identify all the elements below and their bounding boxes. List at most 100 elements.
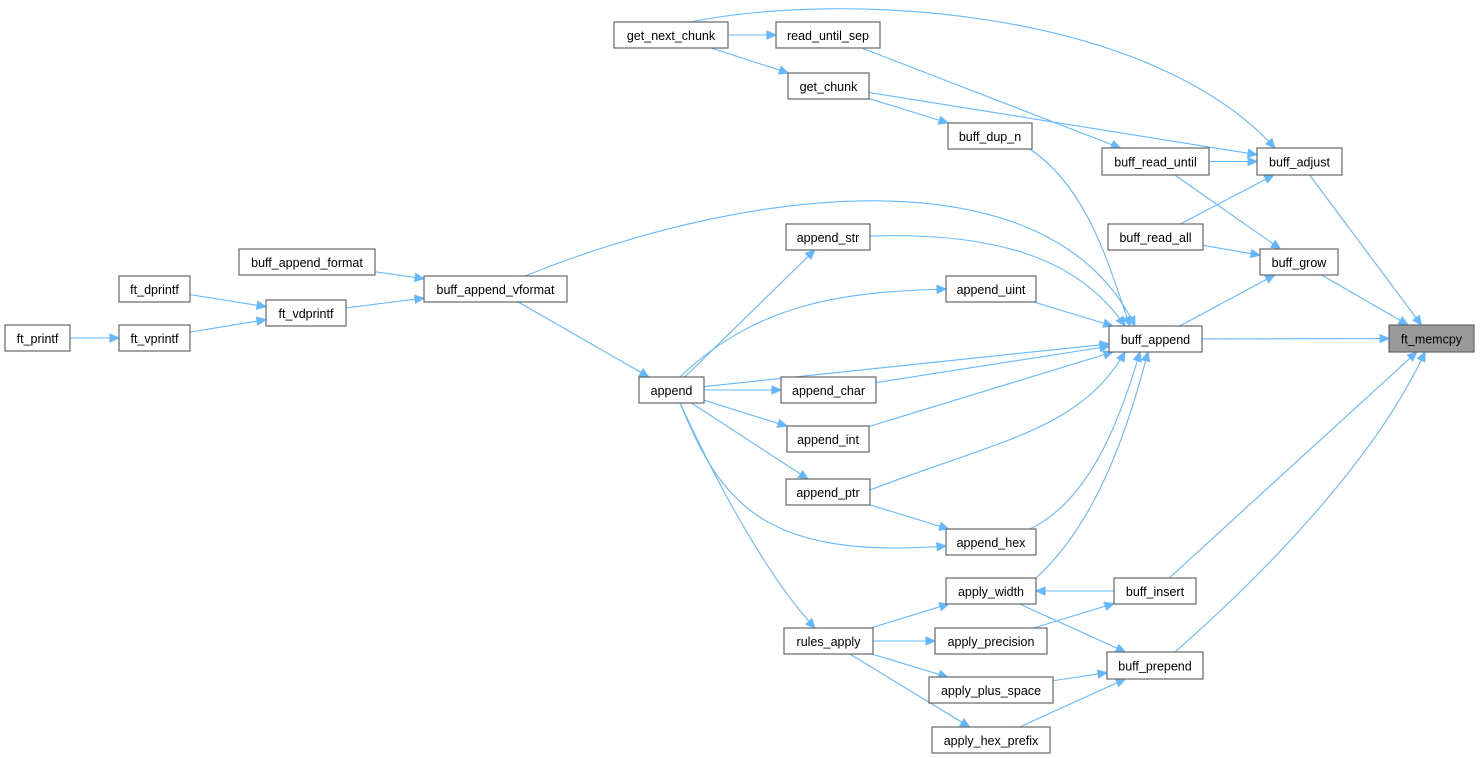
edge-buff_append-to-buff_grow-arrowhead (1264, 274, 1276, 284)
node-apply_plus_space[interactable]: apply_plus_space (928, 676, 1054, 704)
node-append_uint[interactable]: append_uint (945, 275, 1037, 303)
node-ft_memcpy[interactable]: ft_memcpy (1388, 324, 1475, 353)
nodes-layer: ft_memcpy buff_append buff_adjust buff_grow… (4, 21, 1475, 754)
node-append_ptr[interactable]: append_ptr (785, 478, 871, 506)
node-label: append_int (797, 433, 859, 447)
node-buff_append_format[interactable]: buff_append_format (238, 248, 376, 276)
node-box (785, 478, 871, 506)
node-label: ft_printf (17, 332, 59, 346)
edge-append_ptr-to-buff_append (869, 351, 1126, 491)
node-box (928, 676, 1054, 704)
node-append[interactable]: append (638, 376, 705, 404)
node-buff_insert[interactable]: buff_insert (1113, 577, 1197, 605)
node-buff_adjust[interactable]: buff_adjust (1256, 147, 1343, 176)
edge-get_chunk-to-buff_dup_n (868, 98, 949, 124)
edge-ft_dprintf-to-ft_vdprintf-arrowhead (255, 300, 268, 310)
edge-buff_prepend-to-ft_memcpy-arrowhead (1416, 350, 1426, 363)
node-label: buff_append_vformat (437, 283, 555, 297)
edge-apply_width-to-buff_prepend-arrowhead (1114, 643, 1127, 653)
node-box (1113, 577, 1197, 605)
edge-ft_vdprintf-to-buff_append_vformat (345, 297, 425, 309)
node-buff_append[interactable]: buff_append (1108, 325, 1203, 353)
edge-buff_prepend-to-ft_memcpy (1174, 351, 1426, 653)
edge-append_str-to-buff_append-arrowhead (1115, 315, 1126, 328)
node-ft_printf[interactable]: ft_printf (4, 324, 71, 352)
edge-append-to-append_ptr-arrowhead (797, 469, 810, 480)
edge-buff_read_all-to-buff_adjust (1180, 174, 1275, 225)
node-label: ft_memcpy (1401, 333, 1463, 347)
edge-buff_append-to-ft_memcpy-arrowhead (1379, 333, 1391, 344)
node-label: buff_read_until (1114, 156, 1196, 170)
edge-rules_apply-to-apply_hex_prefix-arrowhead (959, 717, 971, 728)
edge-append_char-to-buff_append (875, 345, 1110, 384)
node-get_next_chunk[interactable]: get_next_chunk (613, 21, 729, 49)
node-box (947, 122, 1033, 150)
node-buff_grow[interactable]: buff_grow (1259, 248, 1339, 276)
node-append_hex[interactable]: append_hex (945, 528, 1037, 556)
node-buff_prepend[interactable]: buff_prepend (1106, 651, 1204, 680)
node-label: ft_dprintf (130, 283, 179, 297)
edge-rules_apply-to-apply_plus_space (871, 653, 949, 678)
node-buff_read_all[interactable]: buff_read_all (1107, 223, 1204, 251)
edge-append-to-append_char-arrowhead (771, 385, 783, 395)
node-buff_append_vformat[interactable]: buff_append_vformat (423, 275, 568, 303)
edge-append-to-append_hex-arrowhead (936, 541, 948, 552)
node-label: append_ptr (796, 486, 859, 500)
node-label: append (651, 384, 693, 398)
node-box (786, 425, 870, 453)
edge-append_str-to-buff_append (869, 235, 1126, 327)
edge-buff_read_all-to-buff_grow (1202, 244, 1261, 256)
node-get_chunk[interactable]: get_chunk (787, 72, 870, 100)
edge-append_ptr-to-append_hex (869, 504, 949, 530)
edge-buff_insert-to-ft_memcpy-arrowhead (1406, 351, 1418, 362)
node-box (945, 577, 1037, 605)
node-label: read_until_sep (787, 29, 869, 43)
node-ft_vdprintf[interactable]: ft_vdprintf (265, 299, 347, 327)
node-label: get_next_chunk (627, 29, 716, 43)
node-label: append_str (797, 231, 860, 245)
node-apply_precision[interactable]: apply_precision (934, 627, 1048, 655)
node-append_int[interactable]: append_int (786, 425, 870, 453)
edge-append-to-append_uint-arrowhead (936, 284, 948, 295)
node-ft_vprintf[interactable]: ft_vprintf (118, 324, 191, 352)
edge-append_uint-to-buff_append-arrowhead (1102, 318, 1114, 328)
node-read_until_sep[interactable]: read_until_sep (775, 21, 881, 49)
edge-append-to-append_int-arrowhead (776, 418, 789, 428)
node-box (1108, 325, 1203, 353)
edge-append_uint-to-buff_append (1033, 301, 1113, 327)
edge-buff_read_until-to-buff_grow-arrowhead (1269, 239, 1282, 250)
node-buff_dup_n[interactable]: buff_dup_n (947, 122, 1033, 150)
edge-apply_width-to-buff_append-arrowhead (1140, 350, 1151, 363)
edge-rules_apply-to-apply_hex_prefix (849, 653, 970, 728)
edge-get_next_chunk-to-buff_adjust-arrowhead (1265, 137, 1276, 149)
edge-ft_printf-to-ft_vprintf-arrowhead (109, 333, 121, 343)
edge-rules_apply-to-apply_precision-arrowhead (925, 636, 937, 646)
node-label: buff_adjust (1269, 156, 1330, 170)
node-label: buff_append (1121, 333, 1190, 347)
edge-apply_precision-to-buff_insert (1033, 602, 1115, 629)
node-rules_apply[interactable]: rules_apply (783, 627, 874, 655)
edges-layer (70, 8, 1426, 728)
node-ft_dprintf[interactable]: ft_dprintf (118, 275, 191, 303)
node-apply_width[interactable]: apply_width (945, 577, 1037, 605)
node-apply_hex_prefix[interactable]: apply_hex_prefix (931, 726, 1051, 754)
edge-apply_width-to-buff_prepend (1019, 603, 1126, 653)
edge-append_ptr-to-buff_append-arrowhead (1116, 350, 1126, 363)
node-label: buff_read_all (1119, 231, 1191, 245)
edge-append-to-append_str (684, 249, 816, 378)
edge-buff_append_vformat-to-buff_append-arrowhead (1126, 315, 1136, 328)
node-append_str[interactable]: append_str (785, 223, 871, 251)
edge-append_hex-to-buff_append-arrowhead (1132, 350, 1142, 363)
edge-get_next_chunk-to-get_chunk (710, 47, 789, 74)
edge-append-to-rules_apply-arrowhead (805, 617, 816, 629)
edge-apply_precision-to-buff_insert-arrowhead (1103, 601, 1116, 611)
node-append_char[interactable]: append_char (780, 376, 877, 404)
node-box (945, 528, 1037, 556)
edge-get_chunk-to-buff_dup_n-arrowhead (937, 115, 950, 125)
node-buff_read_until[interactable]: buff_read_until (1101, 147, 1210, 176)
node-box (1259, 248, 1339, 276)
edge-buff_insert-to-ft_memcpy (1168, 351, 1418, 579)
node-label: append_hex (957, 536, 1027, 550)
node-label: apply_width (958, 585, 1024, 599)
